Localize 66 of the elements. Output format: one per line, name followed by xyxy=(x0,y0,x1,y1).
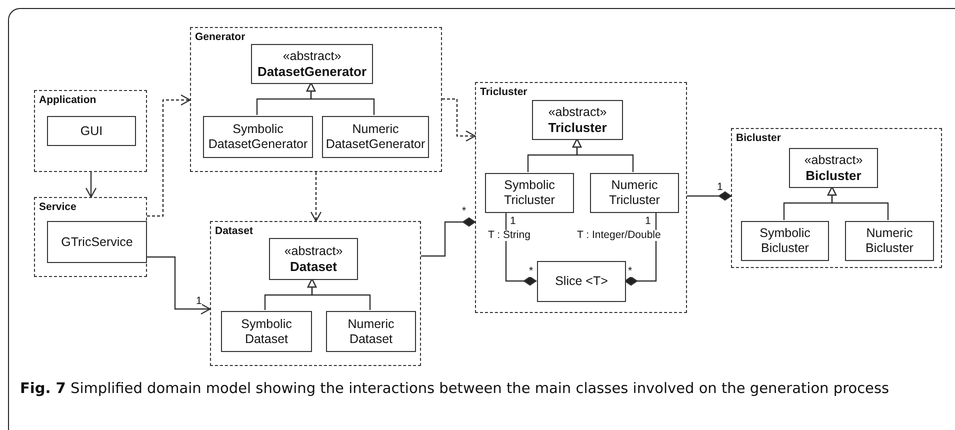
stereotype: «abstract» xyxy=(548,104,607,120)
multiplicity-label: 1 xyxy=(510,216,516,226)
package-name: Application xyxy=(39,94,96,106)
class-box xyxy=(251,44,373,84)
figure-caption: Fig. 7 Simplified domain model showing the interactions between the main classes involved on the generation process xyxy=(20,380,890,399)
class-name: Numeric Tricluster xyxy=(608,178,661,208)
class-box xyxy=(47,221,147,263)
class-box xyxy=(485,173,574,213)
class-box xyxy=(221,311,312,352)
dependency-arrow xyxy=(442,98,476,142)
class-name: GUI xyxy=(80,124,103,138)
class-box xyxy=(537,261,626,302)
generalization-arrow xyxy=(307,278,371,310)
class-box xyxy=(47,116,136,146)
class-name: Bicluster xyxy=(806,168,862,184)
class-box xyxy=(269,238,358,280)
class-name: Slice <T> xyxy=(555,274,608,289)
composition-line xyxy=(687,191,732,201)
stereotype: «abstract» xyxy=(284,244,343,259)
package-name: Dataset xyxy=(215,225,253,237)
edge-label: 1 xyxy=(196,296,202,306)
package-frame xyxy=(210,221,421,366)
composition-line xyxy=(421,217,476,257)
package-name: Service xyxy=(39,201,76,213)
class-box xyxy=(590,173,679,213)
class-box xyxy=(741,221,829,261)
multiplicity-label: * xyxy=(529,266,534,276)
multiplicity-label: 1 xyxy=(645,216,651,226)
class-name: Numeric DatasetGenerator xyxy=(324,122,426,152)
generalization-arrow xyxy=(306,82,375,115)
class-name: DatasetGenerator xyxy=(257,64,367,80)
class-name: Numeric Bicluster xyxy=(864,226,914,256)
class-name: Symbolic Dataset xyxy=(240,316,293,346)
package-name: Bicluster xyxy=(736,132,781,144)
class-name: Numeric Dataset xyxy=(346,316,396,346)
class-box xyxy=(789,148,878,188)
association-arrow xyxy=(146,256,211,315)
association-arrow xyxy=(85,172,97,198)
stereotype: «abstract» xyxy=(282,48,342,64)
package-frame xyxy=(731,128,942,268)
package-name: Generator xyxy=(195,31,246,43)
dependency-arrow xyxy=(147,94,191,217)
generalization-arrow xyxy=(827,186,889,220)
class-name: Symbolic Bicluster xyxy=(758,226,812,256)
edge-label: T : String xyxy=(488,230,530,240)
multiplicity-label: * xyxy=(628,266,632,276)
class-name: Symbolic Tricluster xyxy=(503,178,556,208)
edge-label: T : Integer/Double xyxy=(577,230,661,240)
class-box xyxy=(532,100,623,140)
class-box xyxy=(322,116,429,158)
package-frame xyxy=(190,27,442,172)
class-box xyxy=(203,116,313,158)
class-name: Symbolic DatasetGenerator xyxy=(207,122,309,152)
package-frame xyxy=(34,90,147,172)
package-frame xyxy=(34,197,147,277)
class-box xyxy=(845,221,934,261)
dependency-arrow xyxy=(310,172,322,222)
stereotype: «abstract» xyxy=(804,152,863,168)
class-name: GTricService xyxy=(61,234,133,250)
class-name: Dataset xyxy=(290,258,337,274)
class-name: Tricluster xyxy=(548,120,607,136)
generalization-arrow xyxy=(572,138,634,172)
package-frame xyxy=(475,82,687,313)
edge-label: 1 xyxy=(717,182,723,192)
package-name: Tricluster xyxy=(480,86,528,98)
class-box xyxy=(326,311,416,352)
